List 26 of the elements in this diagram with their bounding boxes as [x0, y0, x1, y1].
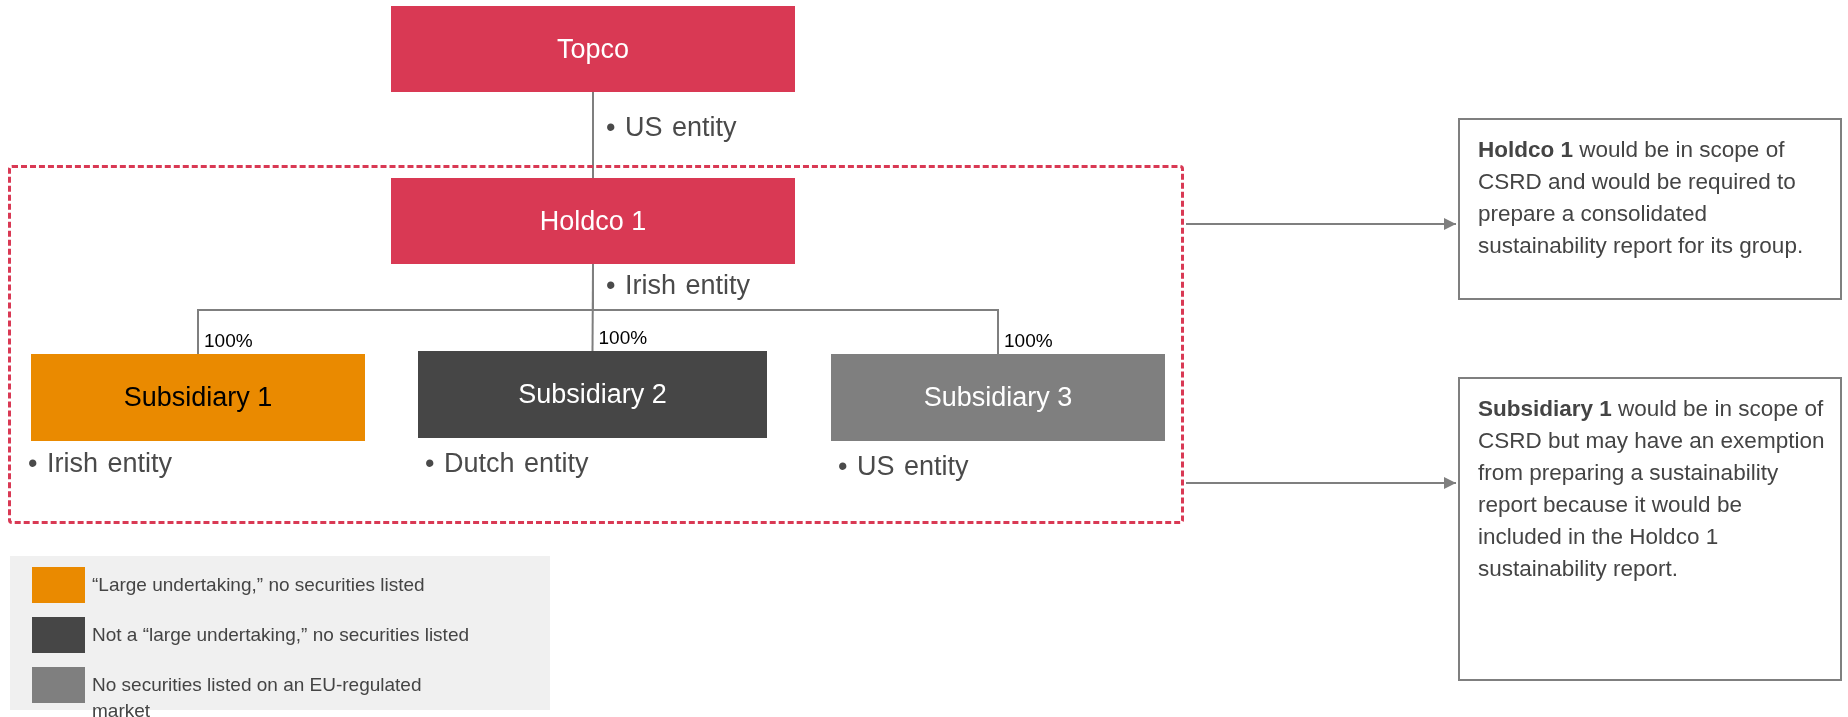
arrow [1185, 477, 1457, 489]
note-text: Subsidiary 1 would be in scope of CSRD but may have an exemption from preparing a sustainability report because it would be included in the Holdco 1 sustainability report. [1478, 395, 1826, 583]
entity-note: • Irish entity [28, 448, 172, 479]
legend-text: Not a “large undertaking,” no securities listed [92, 623, 471, 647]
entity-box [391, 178, 795, 264]
entity-note: • US entity [606, 112, 737, 143]
note-box [1458, 118, 1842, 300]
entity-name: Holdco 1 [539, 205, 647, 237]
entity-name: Subsidiary 3 [923, 382, 1073, 413]
entity-name: Topco [556, 33, 630, 65]
entity-box [391, 6, 795, 92]
entity-note: • US entity [838, 451, 969, 482]
entity-box [831, 354, 1165, 441]
entity-note: • Irish entity [606, 270, 750, 301]
entity-name: Subsidiary 2 [518, 379, 667, 410]
connector-line [592, 91, 594, 179]
entity-name: Subsidiary 1 [123, 382, 273, 413]
note-box [1458, 377, 1842, 681]
entity-box [31, 354, 365, 441]
entity-note: • Dutch entity [425, 448, 589, 479]
note-text: Holdco 1 would be in scope of CSRD and would be required to prepare a consolidated sustainability report for its group. [1478, 136, 1805, 260]
dashed-boundary-box [8, 165, 1184, 524]
arrow [1185, 218, 1457, 230]
entity-box [418, 351, 767, 438]
legend-text: No securities listed on an EU-regulated market [92, 673, 423, 717]
legend-text: “Large undertaking,” no securities listed [92, 573, 426, 597]
